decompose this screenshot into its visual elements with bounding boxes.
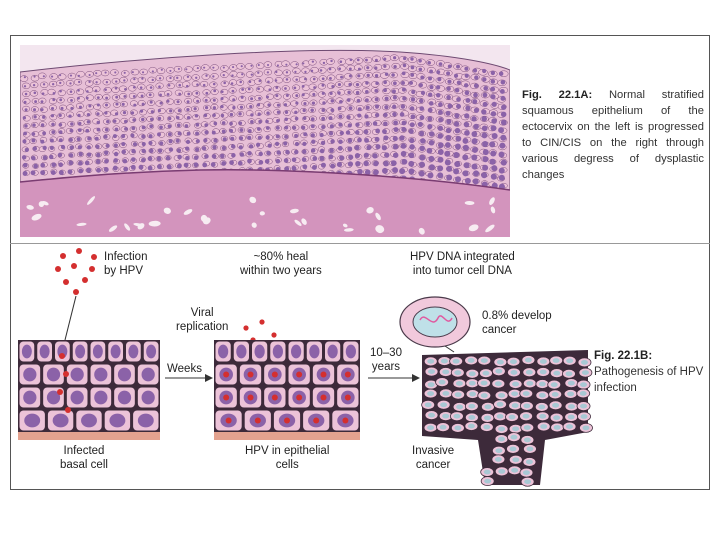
invasive-cancer-tissue [421,350,593,487]
epithelial-cells [20,54,509,190]
figure-a-caption: Fig. 22.1A: Normal stratified squamous e… [522,87,704,183]
hpv-virus-particles [55,248,97,295]
tumor-cell-inset [399,296,471,348]
infection-arrow [64,295,77,341]
viral-replication-particles [243,319,277,343]
panel-divider [10,243,710,244]
tissue-block-epithelial [214,340,360,440]
epithelium-panel-a [20,45,510,237]
figure-a-label: Fig. 22.1A: [522,89,593,101]
figure-b-label: Fig. 22.1B: [594,350,653,362]
figure-a-text: Normal stratified squamous epithelium of… [522,89,704,181]
stroma-spots [26,196,496,235]
tissue-block-infected [18,340,160,440]
weeks-label: Weeks [167,363,202,375]
figure-b-text: Pathogenesis of HPV infection [594,366,704,394]
figure-b-caption: Fig. 22.1B: Pathogenesis of HPV infectio… [594,348,704,396]
